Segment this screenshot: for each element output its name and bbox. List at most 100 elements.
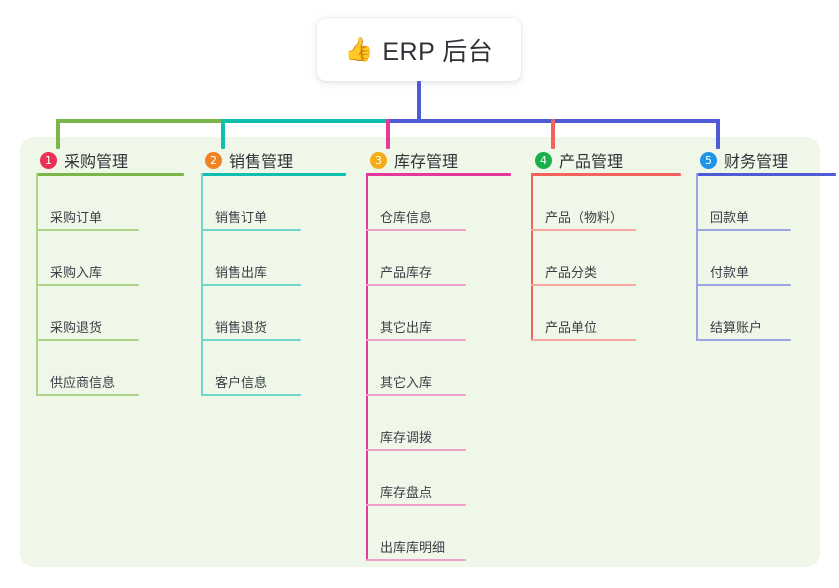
branch-item[interactable]: 产品库存 (366, 252, 466, 286)
branch-item-label: 产品库存 (380, 265, 433, 280)
branch-item-label: 销售订单 (215, 210, 268, 225)
branch-item-underline (366, 284, 466, 286)
branch-header-产品管理[interactable]: 4 产品管理 (531, 147, 623, 173)
branch-item-underline (366, 339, 466, 341)
branch-item[interactable]: 产品（物料） (531, 197, 636, 231)
branch-item-underline (36, 339, 139, 341)
connector-drop-5 (716, 119, 720, 149)
branch-number-badge: 4 (535, 151, 552, 169)
branch-item[interactable]: 回款单 (696, 197, 791, 231)
branch-item[interactable]: 采购入库 (36, 252, 139, 286)
branch-item[interactable]: 客户信息 (201, 362, 301, 396)
branch-header-underline (201, 173, 346, 176)
branch-item[interactable]: 采购退货 (36, 307, 139, 341)
branch-item[interactable]: 销售出库 (201, 252, 301, 286)
branch-item-underline (696, 284, 791, 286)
branch-item-label: 付款单 (710, 265, 750, 280)
branch-item-underline (201, 339, 301, 341)
branch-item-underline (366, 394, 466, 396)
branch-item-label: 客户信息 (215, 375, 268, 390)
branch-header-销售管理[interactable]: 2 销售管理 (201, 147, 293, 173)
branch-header-label: 销售管理 (229, 154, 294, 171)
branch-item-label: 销售出库 (215, 265, 268, 280)
connector-drop-4 (551, 119, 555, 149)
branch-item-underline (201, 284, 301, 286)
branch-stem (531, 173, 533, 341)
branch-header-label: 财务管理 (724, 154, 789, 171)
branch-item-label: 供应商信息 (50, 375, 116, 390)
branch-item-underline (531, 339, 636, 341)
branch-item-underline (696, 229, 791, 231)
branch-header-label: 库存管理 (394, 154, 459, 171)
branch-item-label: 结算账户 (710, 320, 763, 335)
trunk-connector (417, 81, 421, 121)
branch-item-label: 其它入库 (380, 375, 433, 390)
connector-segment-4 (551, 119, 720, 123)
branch-header-underline (366, 173, 511, 176)
branch-item[interactable]: 其它出库 (366, 307, 466, 341)
branch-number-badge: 3 (370, 151, 387, 169)
branch-item-label: 产品分类 (545, 265, 598, 280)
branch-number-badge: 1 (40, 151, 57, 169)
branch-item-label: 产品单位 (545, 320, 598, 335)
connector-drop-3 (386, 119, 390, 149)
branch-item[interactable]: 仓库信息 (366, 197, 466, 231)
branch-item-underline (531, 284, 636, 286)
branch-item[interactable]: 库存调拨 (366, 417, 466, 451)
branch-item-label: 库存盘点 (380, 485, 433, 500)
connector-drop-1 (56, 119, 60, 149)
branch-item-underline (366, 449, 466, 451)
branch-item-underline (366, 559, 466, 561)
branch-item-underline (201, 229, 301, 231)
branch-item-underline (366, 504, 466, 506)
branch-item-label: 其它出库 (380, 320, 433, 335)
branch-item[interactable]: 库存盘点 (366, 472, 466, 506)
connector-segment-2 (221, 119, 390, 123)
branch-item-label: 仓库信息 (380, 210, 433, 225)
branch-item[interactable]: 产品单位 (531, 307, 636, 341)
branch-item[interactable]: 出库库明细 (366, 527, 466, 561)
branch-header-label: 采购管理 (64, 154, 129, 171)
branch-item[interactable]: 付款单 (696, 252, 791, 286)
branch-header-label: 产品管理 (559, 154, 624, 171)
branch-item-label: 采购入库 (50, 265, 103, 280)
branch-header-underline (696, 173, 836, 176)
branch-header-underline (36, 173, 184, 176)
branch-header-采购管理[interactable]: 1 采购管理 (36, 147, 128, 173)
branch-stem (366, 173, 368, 561)
branch-header-underline (531, 173, 681, 176)
connector-segment-3 (386, 119, 555, 123)
branch-item-underline (36, 284, 139, 286)
branch-header-财务管理[interactable]: 5 财务管理 (696, 147, 788, 173)
branch-item[interactable]: 销售退货 (201, 307, 301, 341)
branch-item-label: 回款单 (710, 210, 750, 225)
branch-item-label: 采购退货 (50, 320, 103, 335)
branch-item[interactable]: 结算账户 (696, 307, 791, 341)
connector-drop-2 (221, 119, 225, 149)
branch-panel: 1 采购管理采购订单采购入库采购退货供应商信息 2 销售管理销售订单销售出库销售退货客… (20, 137, 836, 567)
connector-segment-1 (56, 119, 225, 123)
root-node[interactable]: 👍 ERP 后台 (317, 18, 521, 81)
branch-item-underline (696, 339, 791, 341)
branch-header-库存管理[interactable]: 3 库存管理 (366, 147, 458, 173)
branch-item-underline (36, 394, 139, 396)
branch-item[interactable]: 其它入库 (366, 362, 466, 396)
branch-item-label: 采购订单 (50, 210, 103, 225)
branch-item[interactable]: 采购订单 (36, 197, 139, 231)
branch-item[interactable]: 供应商信息 (36, 362, 139, 396)
branch-stem (696, 173, 698, 341)
branch-item-label: 出库库明细 (380, 540, 446, 555)
branch-item-label: 产品（物料） (545, 210, 624, 225)
branch-item-underline (201, 394, 301, 396)
branch-number-badge: 2 (205, 151, 222, 169)
root-title: ERP 后台 (382, 37, 494, 66)
branch-item-underline (36, 229, 139, 231)
branch-item-label: 库存调拨 (380, 430, 433, 445)
branch-number-badge: 5 (700, 151, 717, 169)
branch-item[interactable]: 销售订单 (201, 197, 301, 231)
branch-item[interactable]: 产品分类 (531, 252, 636, 286)
branch-item-underline (531, 229, 636, 231)
thumbs-up-icon: 👍 (344, 36, 374, 62)
branch-item-underline (366, 229, 466, 231)
